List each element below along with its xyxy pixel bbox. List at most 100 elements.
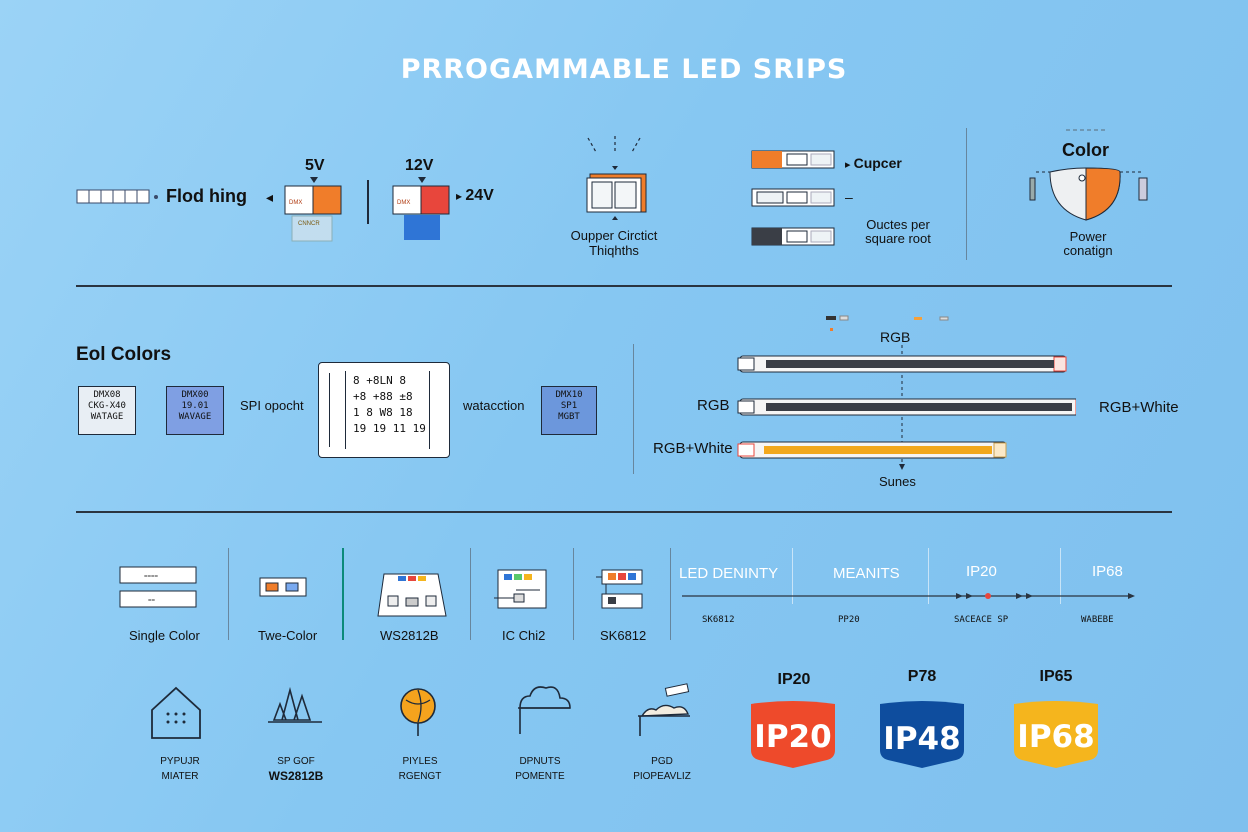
dmx-module-c: DMX10 SP1 MGBT bbox=[541, 386, 597, 435]
svg-text:DMX: DMX bbox=[289, 200, 302, 206]
circuit-label-2: Thiqhths bbox=[589, 243, 639, 258]
ip20-header: IP20 bbox=[966, 563, 997, 580]
dmx-b-line-1: DMX00 bbox=[181, 390, 209, 400]
cupcer-label: ▸ Cupcer bbox=[845, 155, 902, 171]
icon2-caption-1: SP GOF bbox=[277, 756, 315, 767]
divider bbox=[670, 548, 671, 640]
led-strip-segments-icon bbox=[76, 189, 158, 204]
table-rule-left bbox=[329, 373, 330, 447]
5v-module-icon: DMX CNNCR bbox=[284, 177, 342, 242]
arrow-left-icon: ◂ bbox=[266, 189, 274, 205]
table-line-3: 1 8 W8 18 bbox=[353, 406, 413, 419]
table-rule-right bbox=[429, 371, 430, 449]
two-color-strip-icon bbox=[259, 577, 307, 597]
cloud-icon bbox=[518, 686, 571, 734]
ic-chip-module-icon bbox=[494, 569, 547, 609]
sunes-label: Sunes bbox=[879, 474, 916, 489]
saced-sp-label: SACEACE SP bbox=[954, 615, 1009, 625]
icon2-caption-2: WS2812B bbox=[268, 769, 324, 783]
dmx-c-line-3: MGBT bbox=[558, 412, 580, 422]
arrow-right-icon: ▸ bbox=[845, 159, 854, 171]
dmx-a-line-2: CKG-X40 bbox=[88, 401, 126, 411]
spec-table: 8 +8LN 8 +8 +88 ±8 1 8 W8 18 19 19 11 19 bbox=[318, 362, 450, 458]
ws2812b-module-icon bbox=[377, 573, 447, 617]
circuit-box-icon bbox=[586, 136, 647, 220]
icon3-caption-2: RGENGT bbox=[398, 771, 442, 782]
ip48-badge: IP48 bbox=[883, 721, 961, 757]
badge3-top-label: IP65 bbox=[1039, 668, 1073, 685]
ip20-badge: IP20 bbox=[754, 719, 832, 755]
divider bbox=[367, 180, 369, 224]
icon2-caption: SP GOF WS2812B bbox=[254, 754, 338, 784]
flod-hing-label: Flod hing bbox=[166, 186, 247, 206]
voltage-24v-label: ▸ 24V bbox=[456, 187, 494, 205]
table-line-2: +8 +88 ±8 bbox=[353, 390, 413, 403]
divider bbox=[342, 548, 344, 640]
icon4-caption-1: DPNUTS bbox=[519, 756, 561, 767]
voltage-24v-text: 24V bbox=[465, 187, 494, 204]
voltage-12v-label: 12V bbox=[405, 157, 434, 174]
svg-text:CNNCR: CNNCR bbox=[298, 221, 320, 227]
section-divider bbox=[76, 511, 1172, 513]
dmx-module-b: DMX00 19.01 WAVAGE bbox=[166, 386, 224, 435]
icon5-caption-1: PGD bbox=[651, 756, 673, 767]
strip-orange-icon bbox=[751, 150, 835, 169]
spec-table-lines: 8 +8LN 8 +8 +88 ±8 1 8 W8 18 19 19 11 19 bbox=[353, 373, 426, 437]
single-color-label: Single Color bbox=[129, 628, 200, 643]
color-dome-icon bbox=[1029, 129, 1148, 221]
landscape-icon bbox=[638, 683, 690, 736]
icon1-caption-2: MIATER bbox=[161, 771, 199, 782]
ip20-badge-shape bbox=[751, 701, 835, 768]
dmx-a-line-3: WATAGE bbox=[90, 412, 124, 422]
ip68-badge: IP68 bbox=[1017, 719, 1095, 755]
ip48-badge-shape bbox=[880, 701, 964, 768]
strip-dark-icon bbox=[751, 227, 835, 246]
ouctes-label-2: square root bbox=[865, 231, 931, 246]
bulb-globe-icon bbox=[400, 688, 436, 736]
divider bbox=[966, 128, 967, 260]
table-line-1: 8 +8LN 8 bbox=[353, 374, 406, 387]
rgb-top-label: RGB bbox=[880, 329, 911, 345]
trees-icon bbox=[268, 686, 322, 723]
sk6812-label-b: SK6812 bbox=[702, 615, 735, 625]
arrow-right-icon: ▸ bbox=[456, 189, 466, 203]
ip68-badge-shape bbox=[1014, 701, 1098, 768]
table-rule-inner bbox=[345, 371, 346, 449]
ip68-header: IP68 bbox=[1092, 563, 1123, 580]
divider bbox=[1060, 548, 1061, 604]
strip-white-icon bbox=[751, 188, 835, 207]
icon3-caption-1: PIYLES bbox=[402, 756, 438, 767]
table-line-4: 19 19 11 19 bbox=[353, 422, 426, 435]
section-divider bbox=[76, 285, 1172, 287]
icon5-caption-2: PIOPEAVLIZ bbox=[633, 771, 691, 782]
rgb-strips-diagram bbox=[737, 315, 1076, 470]
divider bbox=[470, 548, 471, 640]
svg-text:DMX: DMX bbox=[397, 200, 410, 206]
svg-text:==: == bbox=[148, 598, 156, 604]
ws2812b-label: WS2812B bbox=[380, 628, 439, 643]
led-density-header: LED DENINTY bbox=[679, 565, 779, 582]
dmx-c-line-2: SP1 bbox=[560, 401, 578, 411]
watacction-label: watacction bbox=[463, 398, 525, 413]
sk6812-module-icon bbox=[596, 569, 643, 609]
divider bbox=[633, 344, 634, 474]
icon3-caption: PIYLES RGENGT bbox=[378, 754, 462, 784]
divider bbox=[228, 548, 229, 640]
color-heading: Color bbox=[1062, 140, 1109, 160]
icon5-caption: PGD PIOPEAVLIZ bbox=[620, 754, 704, 784]
house-icon bbox=[151, 686, 201, 739]
power-label-1: Power bbox=[1069, 229, 1107, 244]
icon4-caption: DPNUTS POMENTE bbox=[498, 754, 582, 784]
meanits-header: MEANITS bbox=[833, 565, 900, 582]
eol-colors-heading: Eol Colors bbox=[76, 344, 172, 365]
ic-chi2-label: IC Chi2 bbox=[502, 628, 546, 643]
icon4-caption-2: POMENTE bbox=[515, 771, 565, 782]
divider bbox=[573, 548, 574, 640]
cupcer-text: Cupcer bbox=[853, 155, 902, 171]
rgbw-left-label: RGB+White bbox=[653, 440, 733, 457]
badge1-top-label: IP20 bbox=[777, 671, 811, 688]
sk6812-label-a: SK6812 bbox=[600, 628, 647, 643]
dash-label: – bbox=[845, 189, 853, 205]
circuit-label-1: Oupper Circtict bbox=[570, 228, 658, 243]
